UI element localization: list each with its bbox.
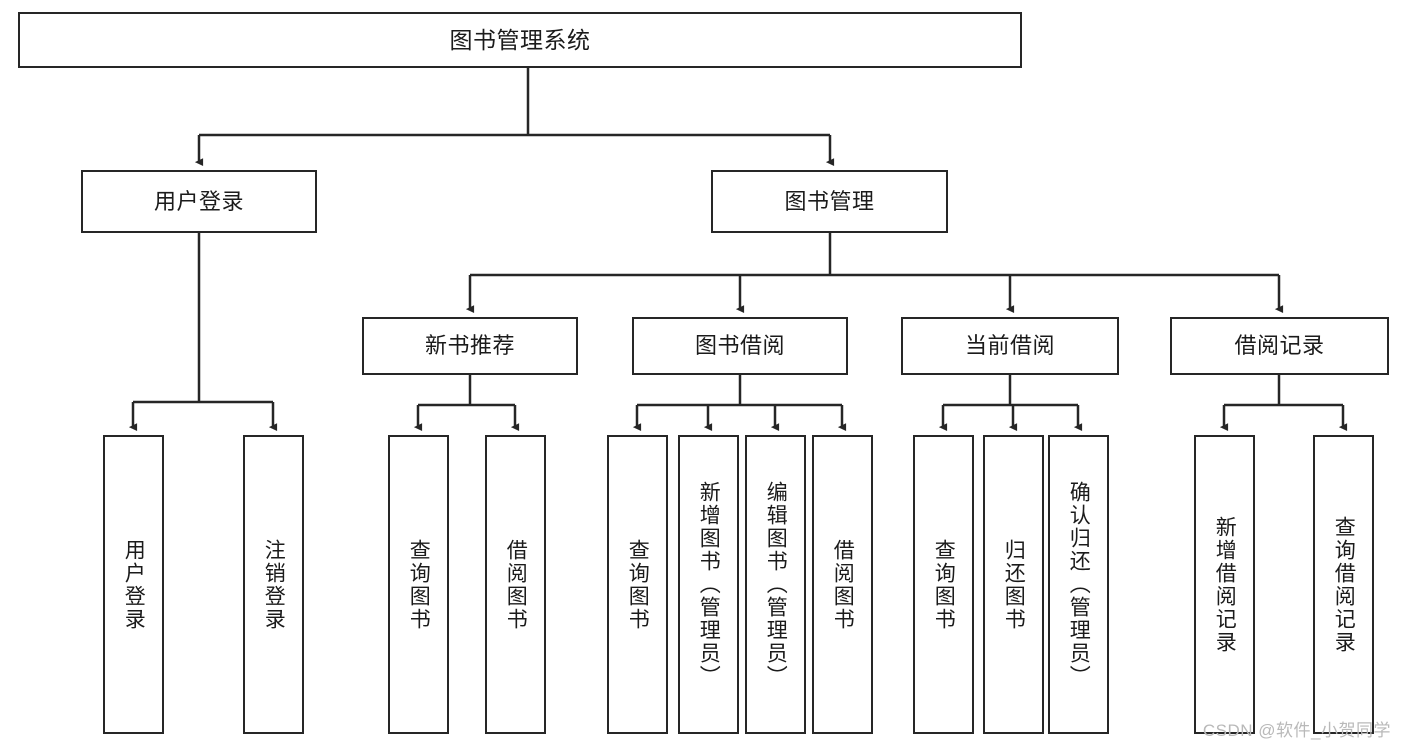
csdn-watermark: CSDN @软件_小贺同学 bbox=[1202, 721, 1391, 740]
node-leaf-edit-book-admin[interactable]: 编辑图书（管理员） bbox=[745, 435, 806, 734]
node-label: 编辑图书（管理员） bbox=[764, 481, 788, 688]
node-leaf-query-book-3[interactable]: 查询图书 bbox=[913, 435, 974, 734]
node-leaf-borrow-book-1[interactable]: 借阅图书 bbox=[485, 435, 546, 734]
node-leaf-query-book-2[interactable]: 查询图书 bbox=[607, 435, 668, 734]
node-leaf-logout-login[interactable]: 注销登录 bbox=[243, 435, 304, 734]
node-label: 图书借阅 bbox=[694, 333, 785, 359]
node-label: 图书管理 bbox=[784, 188, 875, 214]
node-leaf-query-borrow-record[interactable]: 查询借阅记录 bbox=[1313, 435, 1374, 734]
node-leaf-add-borrow-record[interactable]: 新增借阅记录 bbox=[1194, 435, 1255, 734]
node-label: 查询借阅记录 bbox=[1332, 515, 1356, 654]
node-label: 新书推荐 bbox=[424, 333, 515, 359]
node-label: 确认归还（管理员） bbox=[1067, 481, 1091, 688]
node-label: 图书管理系统 bbox=[449, 26, 591, 53]
node-user-login[interactable]: 用户登录 bbox=[81, 170, 317, 233]
node-borrow-records[interactable]: 借阅记录 bbox=[1170, 317, 1389, 375]
node-leaf-add-book-admin[interactable]: 新增图书（管理员） bbox=[678, 435, 739, 734]
node-label: 查询图书 bbox=[932, 538, 956, 631]
node-root-system[interactable]: 图书管理系统 bbox=[18, 12, 1022, 68]
node-leaf-borrow-book-2[interactable]: 借阅图书 bbox=[812, 435, 873, 734]
node-label: 借阅记录 bbox=[1234, 333, 1325, 359]
node-label: 查询图书 bbox=[626, 538, 650, 631]
node-book-borrow[interactable]: 图书借阅 bbox=[632, 317, 848, 375]
node-book-management[interactable]: 图书管理 bbox=[711, 170, 948, 233]
node-label: 用户登录 bbox=[153, 188, 244, 214]
node-leaf-return-book[interactable]: 归还图书 bbox=[983, 435, 1044, 734]
node-label: 新增图书（管理员） bbox=[697, 481, 721, 688]
node-label: 注销登录 bbox=[262, 538, 286, 631]
node-label: 新增借阅记录 bbox=[1213, 515, 1237, 654]
node-label: 查询图书 bbox=[407, 538, 431, 631]
node-label: 归还图书 bbox=[1002, 538, 1026, 631]
node-label: 当前借阅 bbox=[964, 333, 1055, 359]
node-label: 借阅图书 bbox=[504, 538, 528, 631]
node-leaf-query-book-1[interactable]: 查询图书 bbox=[388, 435, 449, 734]
node-leaf-user-login[interactable]: 用户登录 bbox=[103, 435, 164, 734]
node-current-borrow[interactable]: 当前借阅 bbox=[901, 317, 1119, 375]
node-label: 用户登录 bbox=[122, 538, 146, 631]
node-label: 借阅图书 bbox=[831, 538, 855, 631]
node-leaf-confirm-return-admin[interactable]: 确认归还（管理员） bbox=[1048, 435, 1109, 734]
node-new-book-recommend[interactable]: 新书推荐 bbox=[362, 317, 578, 375]
